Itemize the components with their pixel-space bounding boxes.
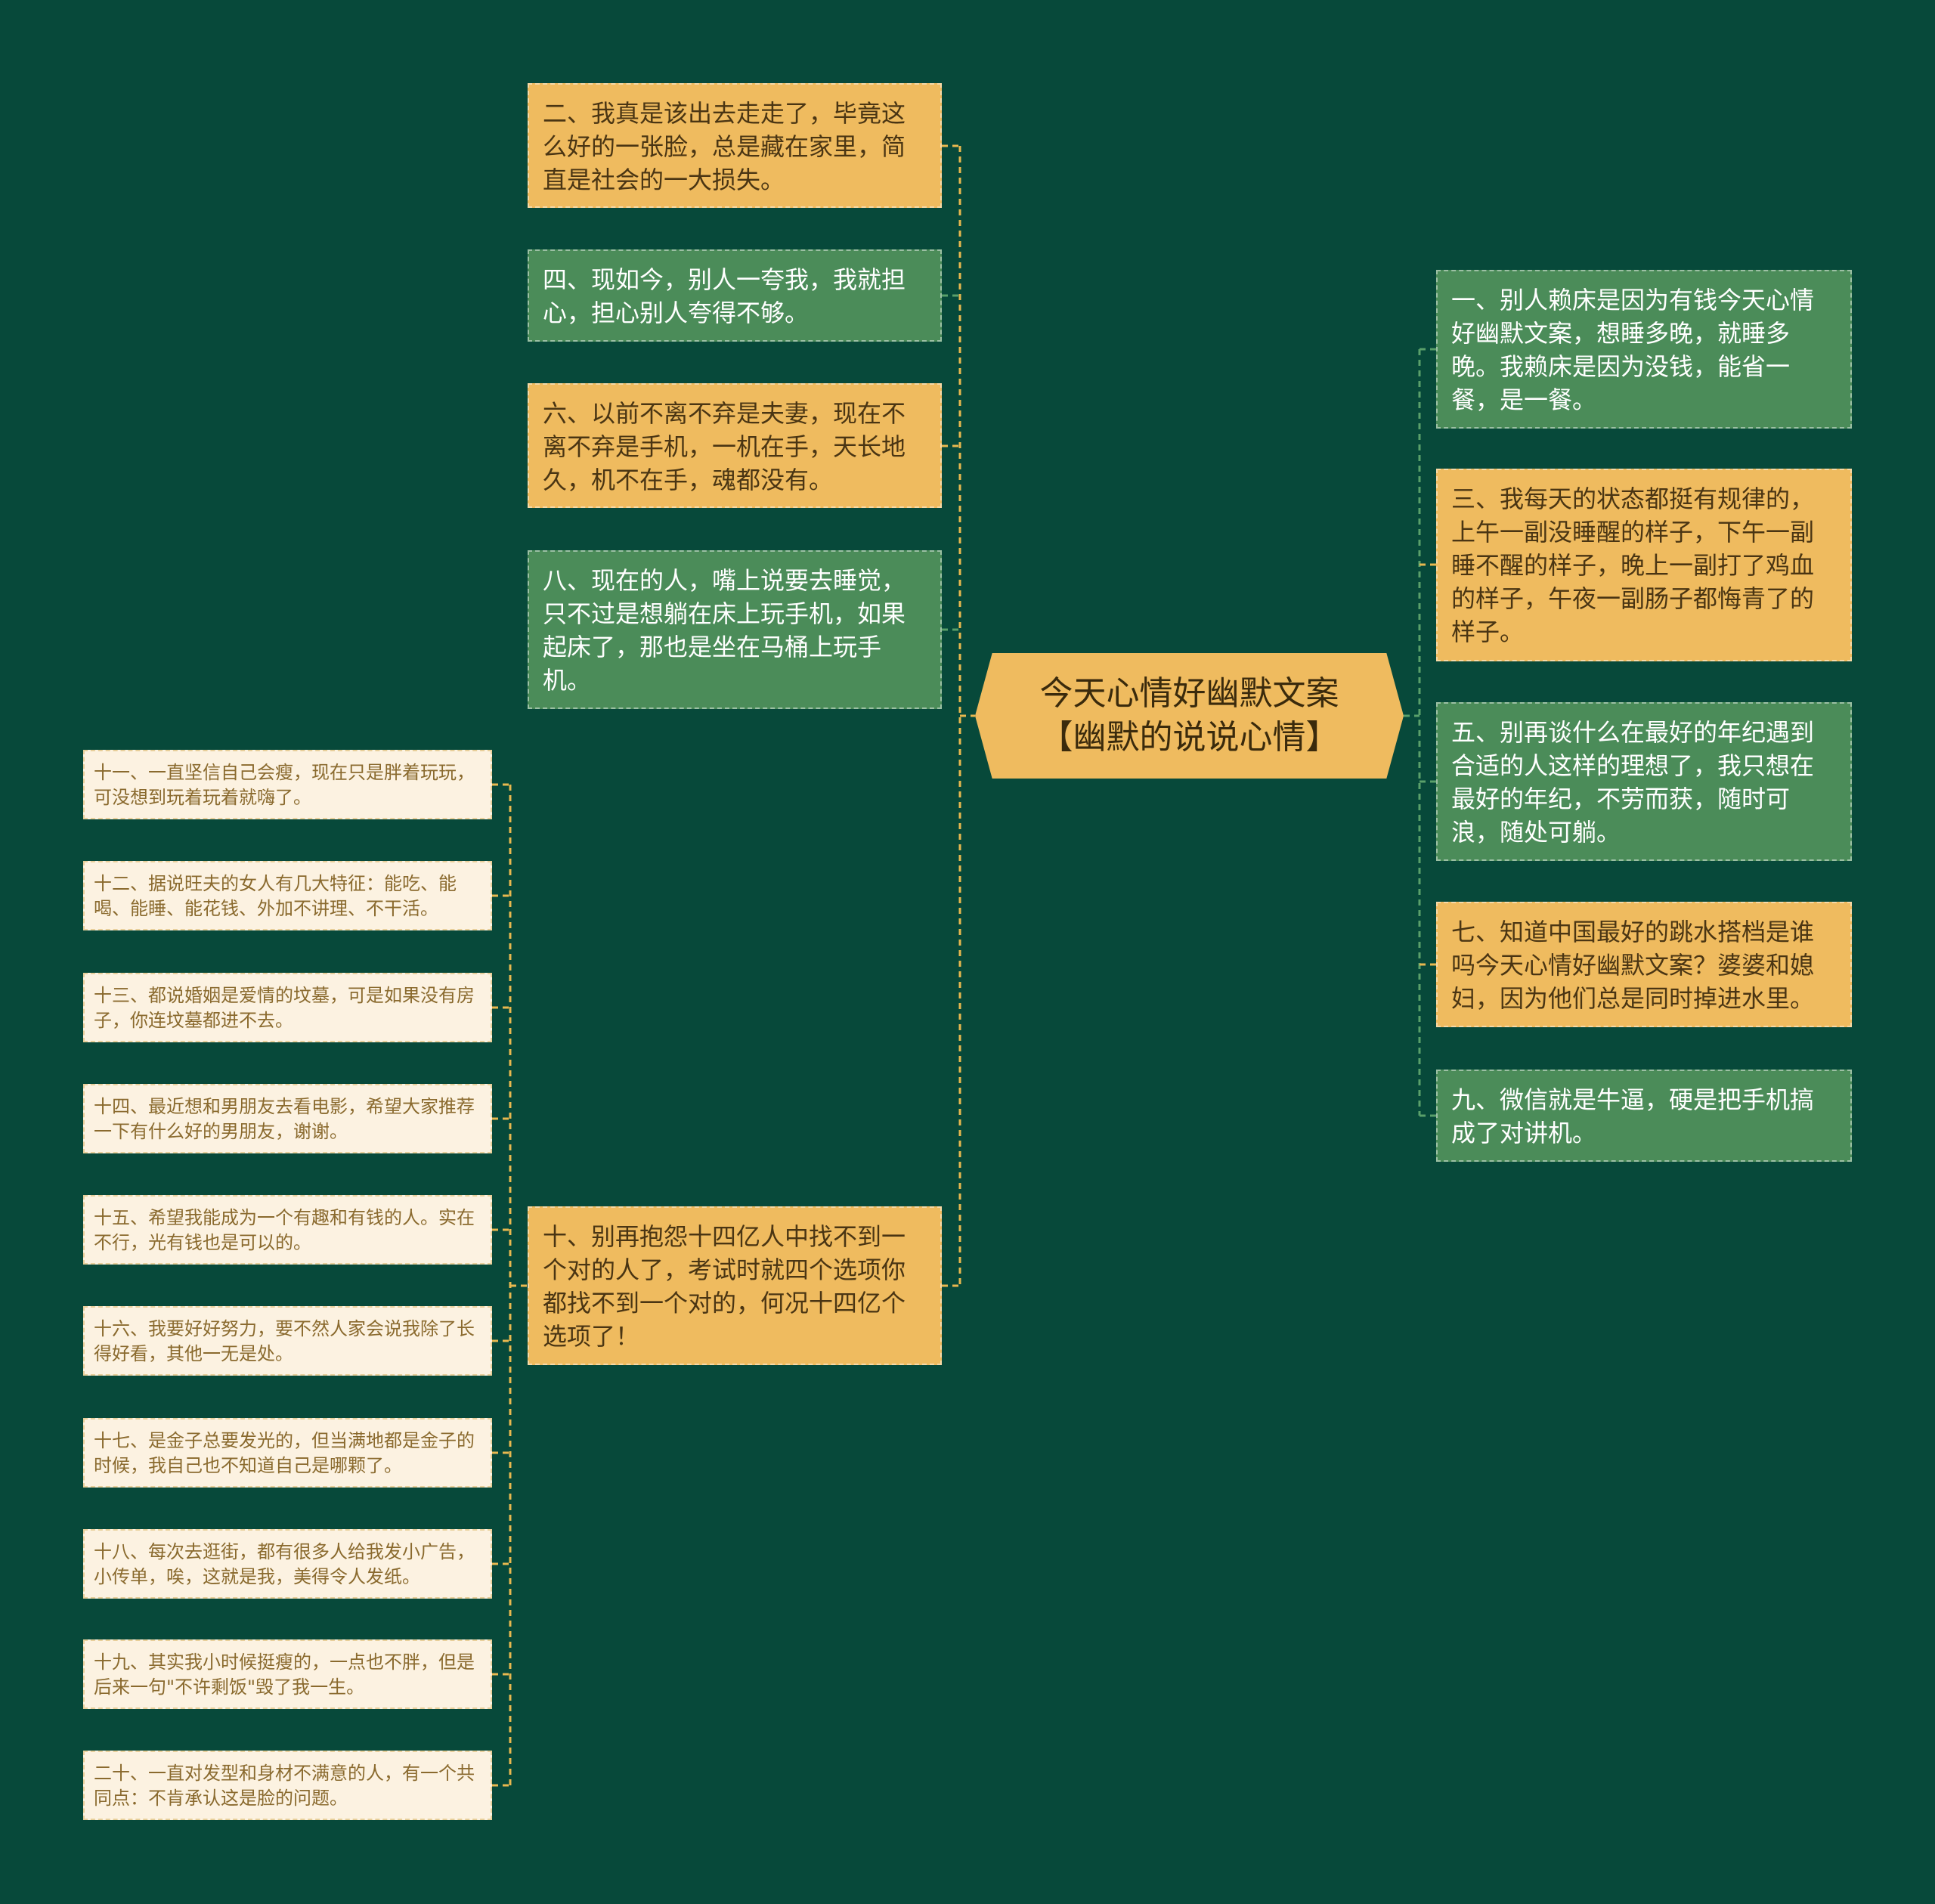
- sub-branch-14[interactable]: 十四、最近想和男朋友去看电影，希望大家推荐一下有什么好的男朋友，谢谢。: [83, 1084, 492, 1153]
- left-branch-2[interactable]: 二、我真是该出去走走了，毕竟这么好的一张脸，总是藏在家里，简直是社会的一大损失。: [528, 83, 942, 208]
- central-topic[interactable]: 今天心情好幽默文案【幽默的说说心情】: [975, 653, 1404, 779]
- right-branch-5[interactable]: 五、别再谈什么在最好的年纪遇到合适的人这样的理想了，我只想在最好的年纪，不劳而获…: [1436, 702, 1852, 861]
- sub-branch-19[interactable]: 十九、其实我小时候挺瘦的，一点也不胖，但是后来一句"不许剩饭"毁了我一生。: [83, 1639, 492, 1709]
- left-branch-6[interactable]: 六、以前不离不弃是夫妻，现在不离不弃是手机，一机在手，天长地久，机不在手，魂都没…: [528, 383, 942, 508]
- sub-branch-20[interactable]: 二十、一直对发型和身材不满意的人，有一个共同点：不肯承认这是脸的问题。: [83, 1751, 492, 1820]
- sub-branch-13[interactable]: 十三、都说婚姻是爱情的坟墓，可是如果没有房子，你连坟墓都进不去。: [83, 973, 492, 1042]
- sub-branch-16[interactable]: 十六、我要好好努力，要不然人家会说我除了长得好看，其他一无是处。: [83, 1306, 492, 1376]
- right-branch-9[interactable]: 九、微信就是牛逼，硬是把手机搞成了对讲机。: [1436, 1070, 1852, 1162]
- left-branch-8[interactable]: 八、现在的人，嘴上说要去睡觉，只不过是想躺在床上玩手机，如果起床了，那也是坐在马…: [528, 550, 942, 709]
- left-branch-10[interactable]: 十、别再抱怨十四亿人中找不到一个对的人了，考试时就四个选项你都找不到一个对的，何…: [528, 1206, 942, 1365]
- sub-branch-18[interactable]: 十八、每次去逛街，都有很多人给我发小广告，小传单，唉，这就是我，美得令人发纸。: [83, 1529, 492, 1599]
- sub-branch-17[interactable]: 十七、是金子总要发光的，但当满地都是金子的时候，我自己也不知道自己是哪颗了。: [83, 1418, 492, 1488]
- right-branch-1[interactable]: 一、别人赖床是因为有钱今天心情好幽默文案，想睡多晚，就睡多晚。我赖床是因为没钱，…: [1436, 270, 1852, 429]
- left-branch-4[interactable]: 四、现如今，别人一夸我，我就担心，担心别人夸得不够。: [528, 249, 942, 342]
- sub-branch-12[interactable]: 十二、据说旺夫的女人有几大特征：能吃、能喝、能睡、能花钱、外加不讲理、不干活。: [83, 861, 492, 930]
- sub-branch-15[interactable]: 十五、希望我能成为一个有趣和有钱的人。实在不行，光有钱也是可以的。: [83, 1195, 492, 1265]
- right-branch-3[interactable]: 三、我每天的状态都挺有规律的，上午一副没睡醒的样子，下午一副睡不醒的样子，晚上一…: [1436, 469, 1852, 661]
- sub-branch-11[interactable]: 十一、一直坚信自己会瘦，现在只是胖着玩玩，可没想到玩着玩着就嗨了。: [83, 750, 492, 819]
- right-branch-7[interactable]: 七、知道中国最好的跳水搭档是谁吗今天心情好幽默文案？婆婆和媳妇，因为他们总是同时…: [1436, 902, 1852, 1027]
